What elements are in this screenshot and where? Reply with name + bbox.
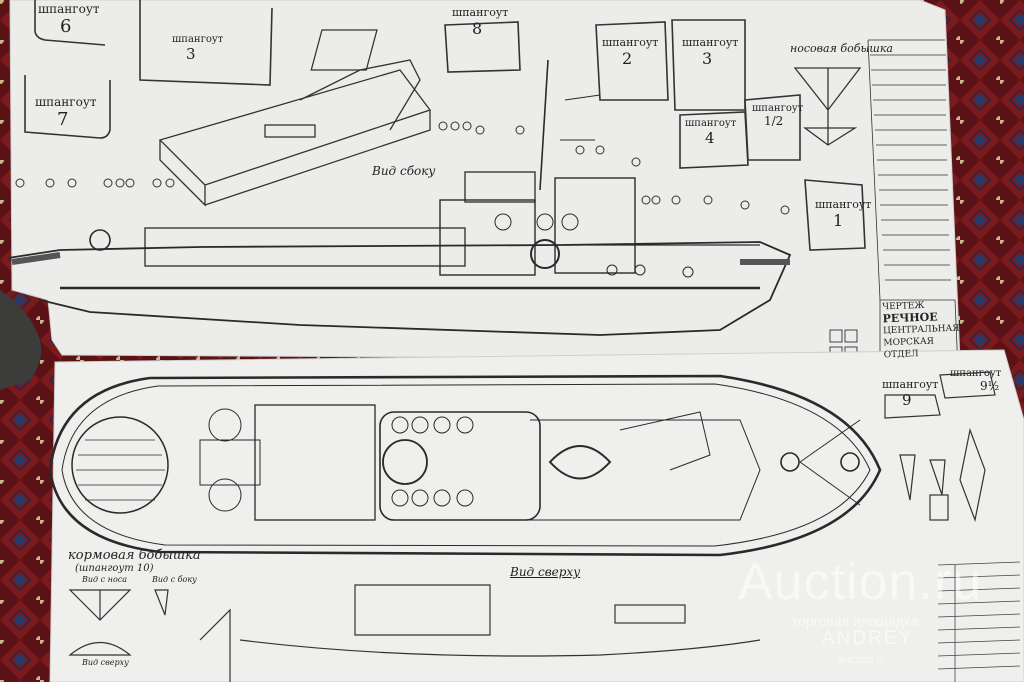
frame-label-3a: шпангоут 3 (172, 34, 224, 63)
frame-label-9-half: шпангоут 9½ (950, 368, 1002, 393)
frame-label-3b: шпангоут 3 (682, 36, 739, 68)
stern-block-sub: (шпангоут 10) (75, 563, 154, 574)
watermark-subtitle: торговая площадка (792, 613, 919, 629)
frame-label-9: шпангоут 9 (882, 378, 939, 409)
frame-label-1: шпангоут 1 (815, 198, 872, 230)
watermark-logo: Auction.ru (738, 553, 983, 611)
bow-block-title: носовая бобышка (790, 42, 893, 55)
frame-label-7: шпангоут 7 (35, 95, 97, 130)
view-from-nose-label: Вид с носа (82, 575, 128, 584)
frame-label-half: шпангоут 1/2 (752, 103, 804, 128)
shoe-shadow (0, 290, 42, 390)
view-from-top-small-label: Вид сверху (82, 658, 129, 667)
title-stamp: ЧЕРТЕЖ РЕЧНОЕ ЦЕНТРАЛЬНАЯ МОРСКАЯ ОТДЕЛ (882, 300, 960, 361)
top-view-title: Вид сверху (510, 565, 581, 579)
watermark-user: ANDREY (822, 628, 914, 649)
frame-label-4: шпангоут 4 (685, 118, 737, 147)
frame-label-6: шпангоут 6 (38, 2, 100, 37)
view-from-side-label: Вид с боку (152, 575, 197, 584)
frame-label-8: шпангоут 8 (452, 6, 509, 38)
frame-label-2: шпангоут 2 (602, 36, 659, 68)
watermark-site: auction.ru (838, 654, 887, 666)
side-view-title: Вид сбоку (372, 164, 436, 178)
stern-block-title: кормовая бобышка (68, 548, 201, 563)
